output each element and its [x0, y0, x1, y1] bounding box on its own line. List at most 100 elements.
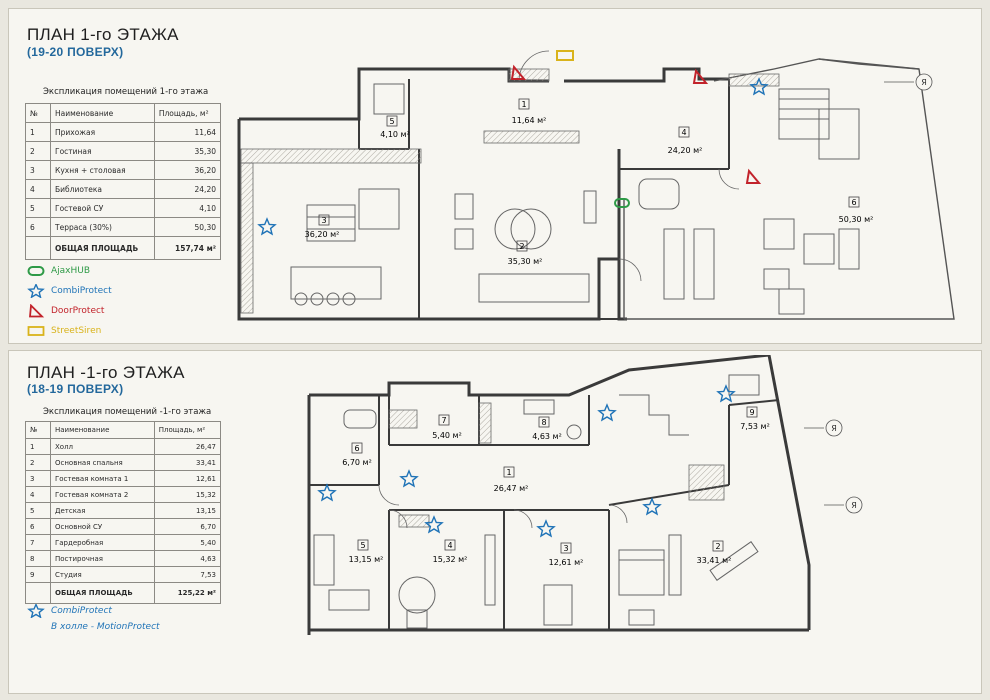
row-num: 2 [25, 141, 51, 161]
svg-text:13,15 м²: 13,15 м² [349, 555, 384, 564]
svg-text:3: 3 [321, 216, 326, 225]
svg-text:6: 6 [354, 444, 359, 453]
row-area: 4,10 [153, 198, 222, 218]
row-num: 4 [25, 179, 51, 199]
total-area: 125,22 м² [153, 582, 222, 604]
total-label: ОБЩАЯ ПЛОЩАДЬ [50, 236, 155, 260]
header-area: Площадь, м² [153, 421, 222, 439]
svg-text:50,30 м²: 50,30 м² [839, 215, 874, 224]
row-name: Прихожая [50, 122, 155, 142]
row-num: 3 [25, 160, 51, 180]
room-label-7: 7 5,40 м² [432, 414, 462, 440]
svg-text:4,10 м²: 4,10 м² [380, 130, 410, 139]
combi-protect-marker [536, 519, 556, 538]
combi-protect-marker [424, 515, 444, 534]
svg-text:2: 2 [519, 242, 524, 251]
svg-text:9: 9 [749, 408, 754, 417]
header-area: Площадь, м² [153, 103, 222, 123]
svg-text:12,61 м²: 12,61 м² [549, 558, 584, 567]
row-area: 36,20 [153, 160, 222, 180]
door-swings [378, 484, 628, 529]
combi-protect-marker [642, 497, 662, 516]
svg-text:26,47 м²: 26,47 м² [494, 484, 529, 493]
svg-text:7: 7 [441, 416, 446, 425]
combi-protect-marker [716, 384, 736, 403]
axis-label: Я [921, 78, 927, 87]
floor2-subtitle: (18-19 ПОВЕРХ) [27, 382, 124, 396]
room-label-4: 4 15,32 м² [433, 539, 468, 564]
svg-text:4: 4 [447, 541, 452, 550]
header-name: Наименование [50, 421, 155, 439]
combi-protect-marker [317, 483, 337, 502]
axis-marker: Я [884, 73, 933, 91]
room-label-9: 9 7,53 м² [740, 406, 770, 431]
row-area: 35,30 [153, 141, 222, 161]
combi-protect-marker [597, 403, 617, 422]
svg-text:15,32 м²: 15,32 м² [433, 555, 468, 564]
svg-text:4,63 м²: 4,63 м² [532, 432, 562, 441]
furniture [290, 83, 860, 315]
floor1-table-caption: Экспликация помещений 1-го этажа [43, 87, 209, 97]
star-icon [27, 282, 45, 299]
row-name: Гостевой СУ [50, 198, 155, 218]
triangle-icon [27, 303, 45, 318]
floor2-plan: Я Я 6 6,70 м² 7 5,40 м² 8 4,63 м² [307, 355, 863, 635]
svg-text:33,41 м²: 33,41 м² [697, 556, 732, 565]
combi-protect-marker [399, 469, 419, 488]
hub-icon [27, 264, 45, 278]
combi-protect-marker [257, 217, 277, 236]
svg-text:8: 8 [541, 418, 546, 427]
room-label-8: 8 4,63 м² [532, 416, 562, 441]
total-label: ОБЩАЯ ПЛОЩАДЬ [50, 582, 155, 604]
row-area: 11,64 [153, 122, 222, 142]
row-area: 50,30 [153, 217, 222, 237]
shelf-unit [483, 130, 580, 144]
row-area: 24,20 [153, 179, 222, 199]
floor1-panel: ПЛАН 1-го ЭТАЖА (19-20 ПОВЕРХ) Экспликац… [8, 8, 982, 344]
row-name: Библиотека [50, 179, 155, 199]
furniture [313, 374, 760, 629]
balcony-rail [728, 73, 780, 87]
combi-protect-marker [749, 77, 769, 96]
room-label-6: 6 6,70 м² [342, 442, 372, 467]
axis-marker: Я [824, 496, 863, 514]
svg-text:7,53 м²: 7,53 м² [740, 422, 770, 431]
svg-text:5: 5 [360, 541, 365, 550]
wardrobe [478, 402, 492, 444]
room-label-5: 5 13,15 м² [349, 539, 384, 564]
floor2-title: ПЛАН -1-го ЭТАЖА [27, 363, 185, 382]
legend-item-hub: AjaxHUB [27, 261, 112, 281]
svg-text:1: 1 [521, 100, 526, 109]
legend-item-siren: StreetSiren [27, 321, 112, 341]
door-protect-marker [692, 68, 709, 84]
row-num: 5 [25, 198, 51, 218]
row-num: 1 [25, 122, 51, 142]
wardrobe [688, 464, 725, 501]
svg-text:35,30 м²: 35,30 м² [508, 257, 543, 266]
room-label-2: 2 35,30 м² [508, 240, 543, 266]
floor1-subtitle: (19-20 ПОВЕРХ) [27, 45, 124, 59]
wall-cabinet [240, 162, 254, 314]
legend-label: CombiProtect [51, 286, 112, 296]
floor1-inner-walls [358, 79, 730, 319]
header-num: № [25, 103, 51, 123]
svg-text:6: 6 [851, 198, 856, 207]
floor1-title: ПЛАН 1-го ЭТАЖА [27, 25, 179, 44]
header-name: Наименование [50, 103, 155, 123]
svg-text:36,20 м²: 36,20 м² [305, 230, 340, 239]
legend-label: DoorProtect [51, 306, 105, 316]
legend-label: AjaxHUB [51, 266, 91, 276]
svg-text:24,20 м²: 24,20 м² [668, 146, 703, 155]
legend-label: StreetSiren [51, 326, 102, 336]
